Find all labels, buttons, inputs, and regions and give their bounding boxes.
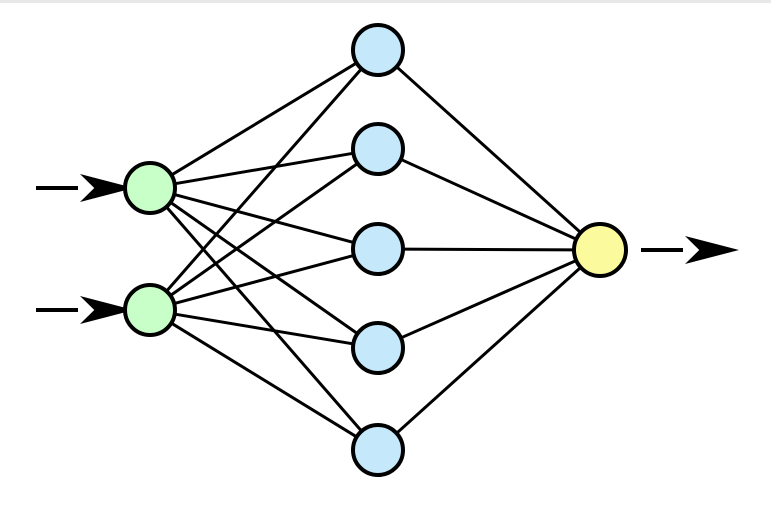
edge-i1-h5 — [164, 205, 364, 433]
output-node-1 — [572, 222, 628, 278]
input-arrow-bottom-head — [80, 296, 134, 324]
edge-i2-h3 — [172, 253, 356, 306]
node-o1 — [572, 222, 628, 278]
input-node-1 — [123, 161, 177, 215]
edge-i1-h4 — [168, 200, 360, 336]
top-edge-strip — [0, 0, 771, 3]
edge-h5-o1 — [394, 265, 583, 436]
node-h2 — [351, 122, 405, 176]
edge-h2-o1 — [399, 157, 578, 242]
nodes-group — [123, 23, 628, 477]
node-i2 — [123, 283, 177, 337]
hidden-node-5 — [351, 423, 405, 477]
edge-i2-h5 — [169, 321, 359, 439]
node-h4 — [351, 321, 405, 375]
node-i1 — [123, 161, 177, 215]
edge-i1-h1 — [169, 61, 359, 177]
node-h1 — [351, 23, 405, 77]
node-h5 — [351, 423, 405, 477]
hidden-node-2 — [351, 122, 405, 176]
hidden-node-3 — [351, 222, 405, 276]
node-h3 — [351, 222, 405, 276]
edge-i2-h1 — [164, 67, 364, 293]
input-node-2 — [123, 283, 177, 337]
edge-h1-o1 — [394, 64, 583, 235]
output-arrow-head — [685, 236, 739, 264]
edge-h3-o1 — [401, 247, 576, 252]
edge-i1-h3 — [172, 192, 356, 245]
edge-i2-h2 — [168, 161, 360, 298]
hidden-node-1 — [351, 23, 405, 77]
edges-group — [164, 61, 583, 439]
input-arrow-top-head — [80, 174, 134, 202]
io-arrows-group — [36, 174, 739, 324]
edge-h4-o1 — [399, 258, 578, 340]
edge-i1-h2 — [173, 151, 355, 186]
hidden-node-4 — [351, 321, 405, 375]
edge-i2-h4 — [173, 312, 355, 346]
